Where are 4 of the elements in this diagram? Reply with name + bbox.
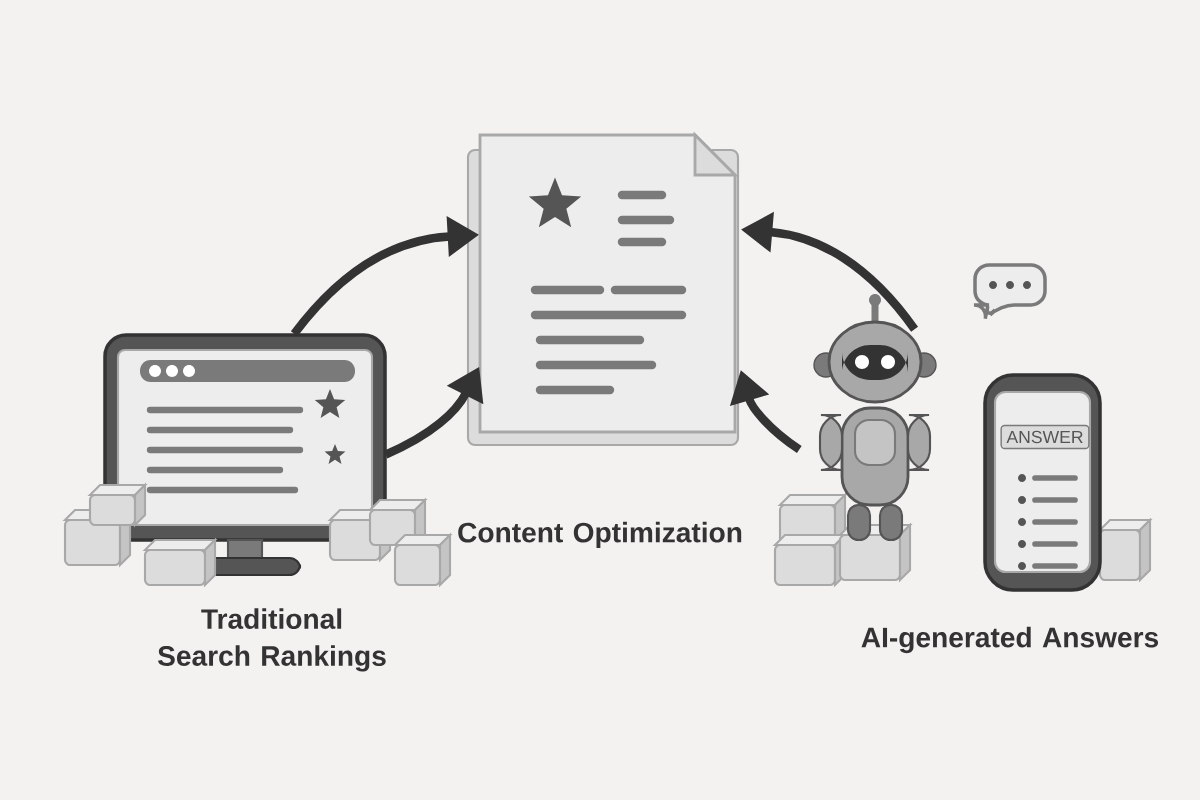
screen-label: ANSWER [1000,424,1090,450]
node-label: Content Optimization [458,521,742,549]
node-label: AI-generated Answers [861,626,1159,654]
node-label: Traditional Search Rankings [158,608,386,672]
